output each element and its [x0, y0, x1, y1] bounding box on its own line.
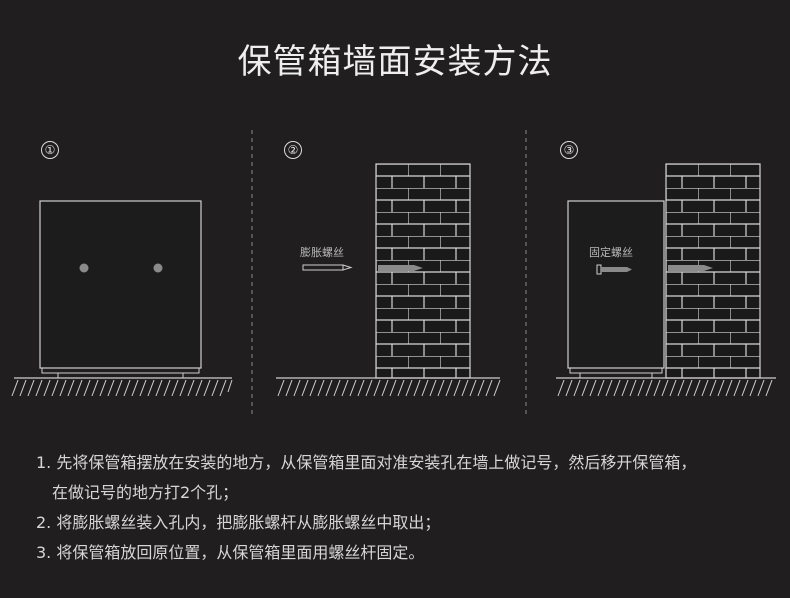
safe-box [39, 200, 202, 369]
step-3-diagram: 固定螺丝 [556, 163, 776, 397]
screw-in-wall-3 [668, 265, 713, 271]
instruction-1-continued: 在做记号的地方打2个孔； [52, 483, 239, 502]
expansion-screw [302, 264, 353, 271]
step-1-number: ① [41, 141, 59, 159]
instruction-3: 3. 将保管箱放回原位置，从保管箱里面用螺丝杆固定。 [36, 543, 425, 562]
mounting-hole-right [153, 263, 163, 273]
step-3-number: ③ [560, 141, 578, 159]
fixing-screw-label: 固定螺丝 [589, 245, 633, 259]
step-2-number: ② [284, 141, 302, 159]
floor-hatch-3 [557, 379, 773, 397]
safe-box-3 [567, 200, 665, 369]
floor-hatch-2 [277, 379, 501, 397]
mounting-hole-left [79, 263, 89, 273]
safe-base [41, 367, 200, 374]
floor-hatch [11, 379, 233, 397]
illustration-area: 膨胀螺丝 [11, 130, 776, 415]
installation-diagram: 膨胀螺丝 [11, 130, 776, 415]
instruction-1: 1. 先将保管箱摆放在安装的地方，从保管箱里面对准安装孔在墙上做记号，然后移开保… [36, 453, 697, 472]
step-1-diagram [11, 200, 233, 397]
instructions-list: 1. 先将保管箱摆放在安装的地方，从保管箱里面对准安装孔在墙上做记号，然后移开保… [36, 448, 776, 568]
step-2-diagram: 膨胀螺丝 [276, 163, 501, 397]
expansion-screw-label: 膨胀螺丝 [300, 245, 344, 259]
page-title: 保管箱墙面安装方法 [237, 42, 553, 82]
screw-in-wall [378, 265, 423, 271]
instruction-2: 2. 将膨胀螺丝装入孔内，把膨胀螺杆从膨胀螺丝中取出； [36, 513, 441, 532]
fixing-screw [596, 264, 632, 275]
